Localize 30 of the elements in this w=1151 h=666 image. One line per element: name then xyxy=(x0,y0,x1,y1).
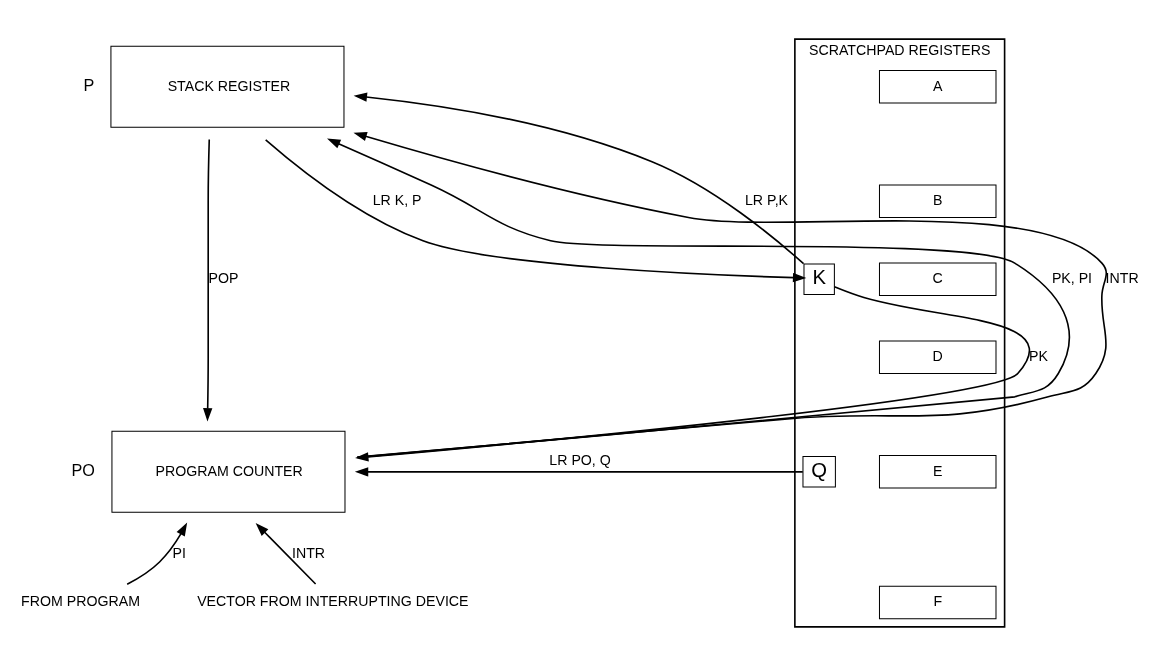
edge-label: POP xyxy=(208,270,239,287)
arrow xyxy=(255,523,317,585)
edge-label: LR PO, Q xyxy=(549,451,611,468)
edge-label: LR P,K xyxy=(744,192,789,209)
arrow xyxy=(355,285,1031,462)
edge-label: PK, PI xyxy=(1051,270,1093,287)
edge-label: INTR xyxy=(291,545,326,562)
edge-label: PI xyxy=(172,545,187,562)
node-box: Q xyxy=(802,456,836,488)
node-text: VECTOR FROM INTERRUPTING DEVICE xyxy=(197,593,469,610)
arrow xyxy=(126,522,188,585)
node-box: A xyxy=(878,70,997,104)
node-box: STACK REGISTER xyxy=(110,45,345,128)
arrow xyxy=(264,139,807,283)
edge-label: LR K, P xyxy=(372,192,422,209)
node-box: E xyxy=(878,455,997,489)
arrow xyxy=(353,92,805,265)
node-label: P xyxy=(83,75,95,94)
edge-label: PK xyxy=(1029,348,1049,365)
node-label: PO xyxy=(71,460,95,479)
arrow xyxy=(354,467,804,477)
node-box: B xyxy=(878,184,997,218)
edge-label: INTR xyxy=(1105,270,1139,287)
node-text: FROM PROGRAM xyxy=(21,593,140,610)
node-box: K xyxy=(803,263,835,295)
arrow xyxy=(203,138,213,422)
node-box: D xyxy=(878,340,997,375)
node-box: C xyxy=(878,262,997,296)
node-box: F xyxy=(878,585,997,620)
node-box: PROGRAM COUNTER xyxy=(111,430,346,513)
